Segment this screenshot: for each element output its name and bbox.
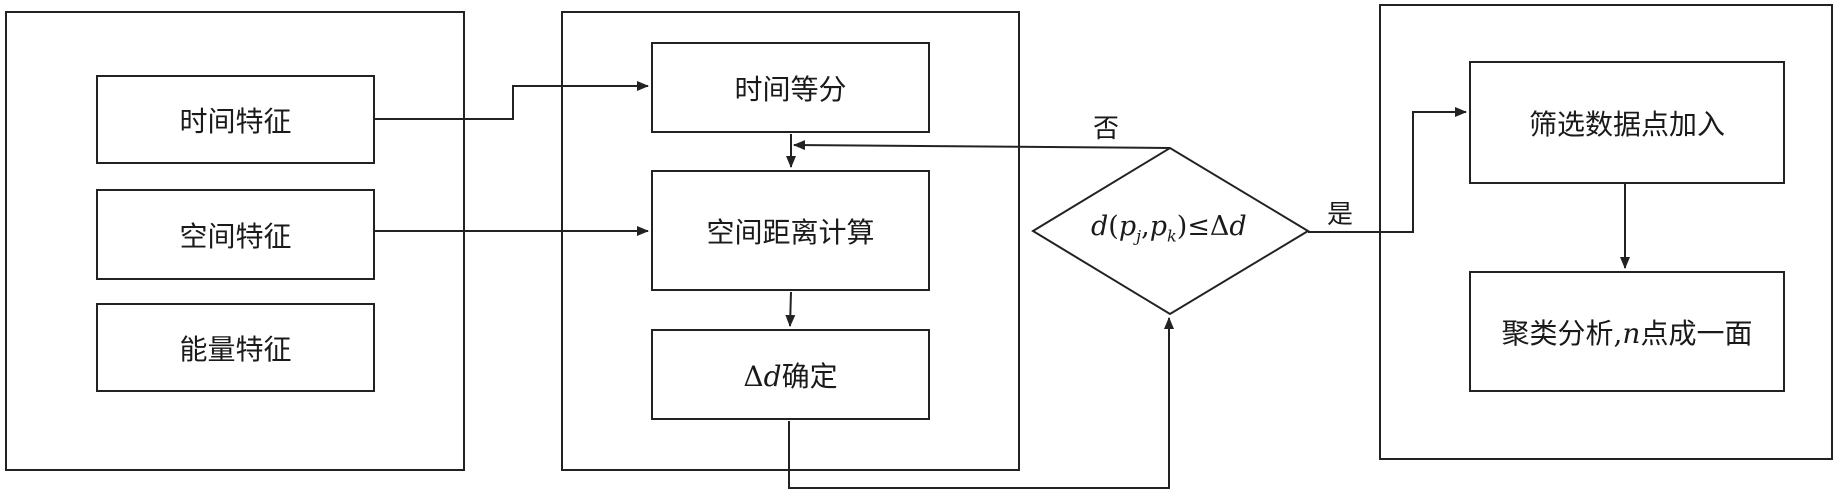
feature-group [5, 11, 465, 471]
delta-d-label: Δd确定 [743, 359, 838, 393]
cluster-label: 聚类分析,n点成一面 [1501, 316, 1753, 350]
energy-feature-node: 能量特征 [96, 303, 375, 392]
cluster-node: 聚类分析,n点成一面 [1469, 271, 1785, 392]
filter-label: 筛选数据点加入 [1528, 107, 1725, 141]
decision-condition: d(pj,pk)≤Δd [1091, 211, 1247, 246]
edge-decision-no-loop [793, 140, 1171, 151]
time-feature-node: 时间特征 [96, 75, 375, 164]
space-distance-label: 空间距离计算 [706, 215, 875, 249]
edge-decision-yes-to-filter [1308, 107, 1467, 233]
yes-branch-label: 是 [1327, 200, 1354, 230]
space-feature-label: 空间特征 [179, 219, 292, 253]
time-split-node: 时间等分 [651, 42, 930, 133]
edge-distance-to-delta [785, 291, 796, 327]
space-distance-node: 空间距离计算 [651, 170, 930, 291]
edge-time-feature-to-split [375, 81, 649, 120]
space-feature-node: 空间特征 [96, 189, 375, 280]
no-branch-label: 否 [1093, 114, 1120, 144]
edge-delta-to-decision [788, 317, 1174, 489]
time-split-label: 时间等分 [734, 72, 847, 106]
delta-d-node: Δd确定 [651, 329, 930, 420]
energy-feature-label: 能量特征 [179, 332, 292, 366]
time-feature-label: 时间特征 [179, 104, 292, 138]
decision-diamond [1031, 146, 1310, 316]
processing-group [561, 11, 1020, 471]
filter-node: 筛选数据点加入 [1469, 61, 1785, 184]
